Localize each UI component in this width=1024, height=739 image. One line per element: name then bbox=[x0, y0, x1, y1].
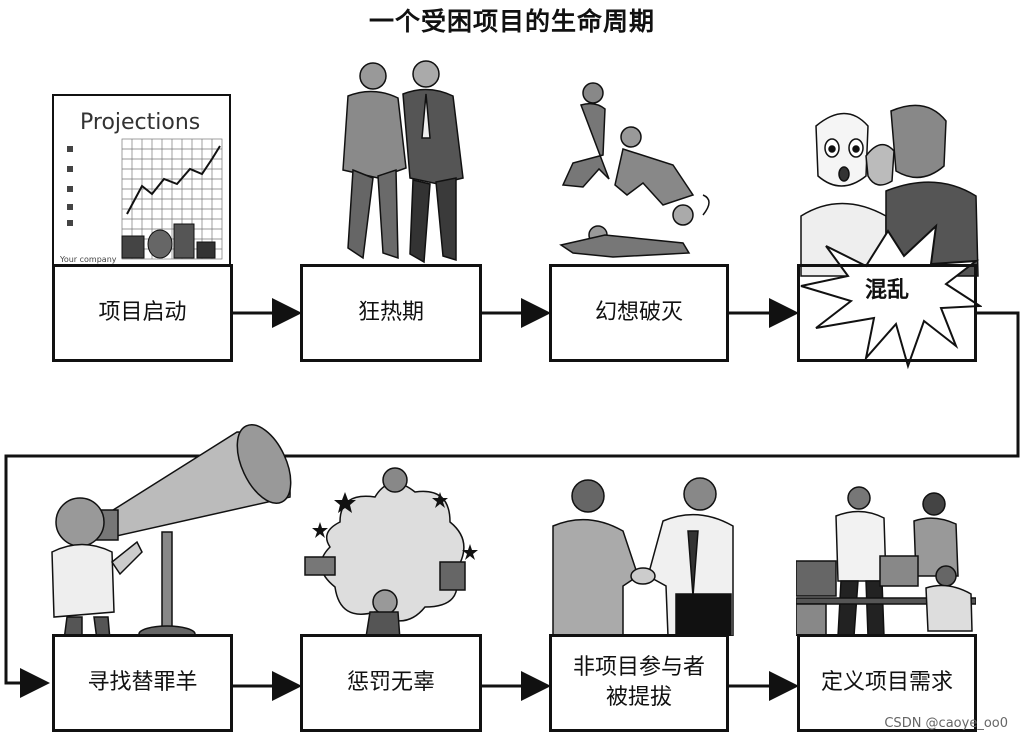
stage-label: 非项目参与者 被提拔 bbox=[572, 655, 705, 710]
arrow-row-wrap bbox=[4, 311, 1020, 698]
stage-label: 混乱 bbox=[864, 278, 909, 304]
office-requirements-illustration bbox=[796, 486, 976, 636]
stage-label: 寻找替罪羊 bbox=[87, 670, 198, 696]
projections-chart-illustration: Projections Your company bbox=[52, 94, 231, 266]
fight-cloud-illustration bbox=[304, 467, 478, 641]
stage-label: 惩罚无辜 bbox=[346, 670, 435, 696]
watermark: CSDN @caoye_oo0 bbox=[884, 716, 1008, 731]
disillusioned-figures-illustration bbox=[559, 82, 710, 258]
page-title: 一个受困项目的生命周期 bbox=[368, 7, 655, 36]
stage-box-promote-nonparticipants: 非项目参与者 被提拔 bbox=[549, 634, 729, 732]
chaos-whisper-illustration bbox=[800, 104, 982, 370]
megaphone-scapegoat-illustration bbox=[51, 424, 292, 643]
stage-label: 幻想破灭 bbox=[594, 300, 683, 326]
handshake-illustration bbox=[552, 477, 734, 636]
projections-footer: Your company bbox=[59, 255, 117, 264]
stage-box-define-requirements: 定义项目需求 bbox=[797, 634, 977, 732]
stage-label: 狂热期 bbox=[357, 300, 424, 326]
stage-label: 项目启动 bbox=[98, 300, 187, 326]
projections-title: Projections bbox=[80, 110, 200, 135]
stage-label: 定义项目需求 bbox=[820, 670, 953, 696]
enthusiastic-businessmen-illustration bbox=[342, 60, 464, 264]
stage-box-chaos: 混乱 bbox=[797, 264, 977, 362]
stage-box-punish-innocent: 惩罚无辜 bbox=[300, 634, 482, 732]
stage-box-project-start: 项目启动 bbox=[52, 264, 233, 362]
stage-box-search-scapegoat: 寻找替罪羊 bbox=[52, 634, 233, 732]
stage-box-disillusionment: 幻想破灭 bbox=[549, 264, 729, 362]
stage-box-enthusiasm: 狂热期 bbox=[300, 264, 482, 362]
